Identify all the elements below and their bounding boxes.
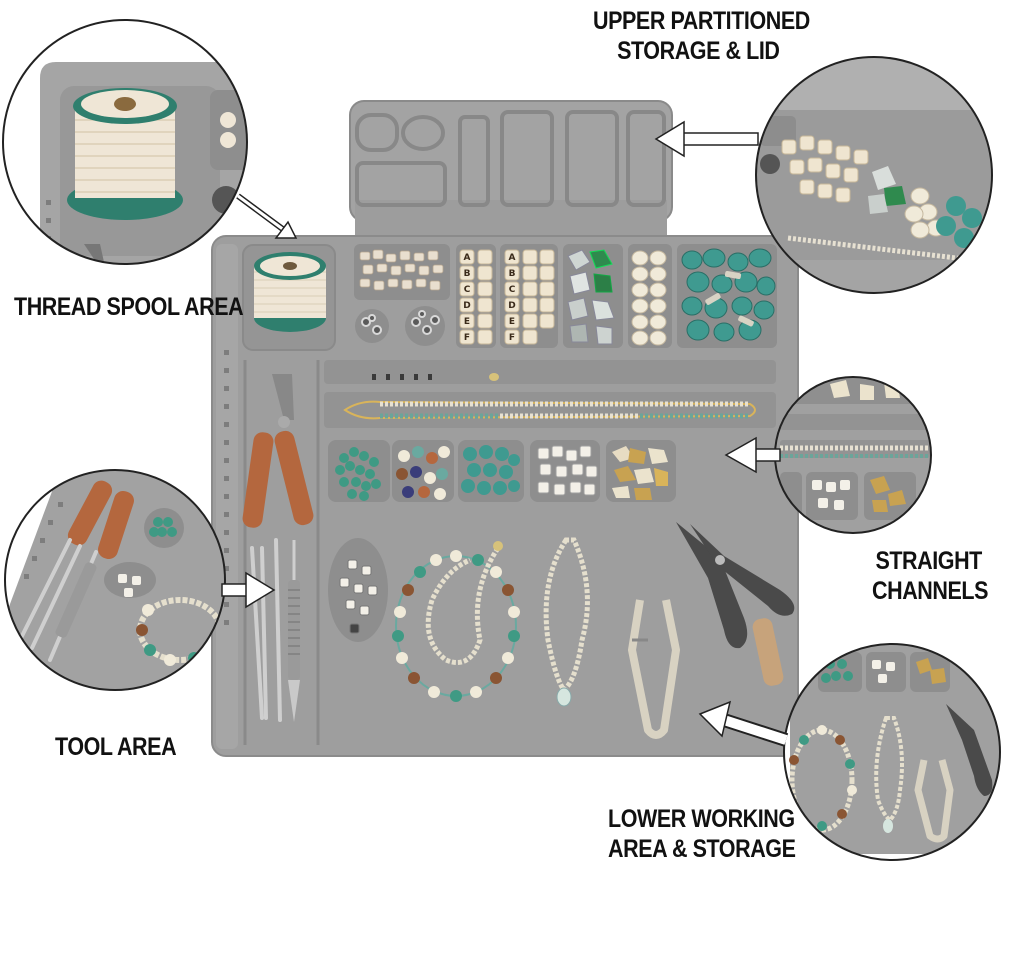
label-tool-area: TOOL AREA — [55, 733, 177, 761]
cutting-pliers — [242, 374, 314, 528]
zoom-lower-working-area — [783, 643, 1001, 861]
label-lower-working-area: LOWER WORKING AREA & STORAGE — [608, 804, 796, 864]
beaded-bracelet — [392, 550, 520, 702]
zoom-upper-storage — [755, 56, 993, 294]
glass-beads — [567, 249, 615, 345]
chain-strand — [343, 400, 756, 420]
tweezers — [250, 538, 282, 722]
gold-chip-beads — [612, 446, 668, 500]
callout-arrows — [221, 120, 789, 747]
label-straight-channels: STRAIGHT CHANNELS — [872, 546, 988, 606]
lid-oval-compartment — [401, 115, 445, 151]
label-lower-line2: AREA & STORAGE — [608, 835, 796, 863]
zoom-straight-channels — [774, 376, 932, 534]
straight-channel-2 — [324, 392, 776, 428]
letter-bead: B — [509, 269, 516, 279]
thread-snips — [628, 599, 680, 739]
lid-wide-compartment — [355, 161, 447, 207]
letter-beads-column-b: A B C D E F — [504, 249, 555, 345]
alphabet-cube-beads — [537, 445, 598, 496]
green-seed-beads — [335, 447, 381, 501]
letter-bead: E — [509, 317, 515, 327]
letter-bead: E — [464, 317, 470, 327]
bead-strand — [380, 401, 750, 419]
silicone-mat: A B C D E F — [211, 100, 799, 757]
arrow-upper-storage — [679, 132, 759, 146]
pendant — [556, 687, 572, 707]
zoom-thread-spool — [2, 19, 248, 265]
letter-bead: B — [464, 269, 471, 279]
straight-channel-1 — [324, 360, 776, 384]
letter-bead: D — [508, 301, 515, 311]
letter-bead: C — [509, 285, 516, 295]
arrow-thread-spool — [237, 194, 285, 232]
metal-spacers — [361, 310, 440, 335]
label-straight-line2: CHANNELS — [872, 577, 989, 605]
label-straight-line1: STRAIGHT — [875, 547, 982, 575]
lid-compartment — [500, 110, 554, 207]
mixed-beads — [396, 446, 450, 500]
letter-bead: F — [464, 333, 470, 343]
thread-spool — [254, 252, 326, 332]
gold-bead — [489, 373, 499, 381]
cream-beads — [631, 250, 667, 346]
turquoise-beads — [681, 248, 776, 342]
teal-round-beads — [461, 445, 520, 495]
lid-slot-compartment — [458, 115, 490, 207]
label-upper-storage: UPPER PARTITIONED STORAGE & LID — [593, 6, 810, 66]
tray-cube-beads — [339, 559, 378, 634]
letter-bead: F — [509, 333, 515, 343]
letter-bead: C — [464, 285, 471, 295]
label-upper-line2: STORAGE & LID — [617, 37, 780, 65]
lid-compartment — [565, 110, 619, 207]
label-upper-line1: UPPER PARTITIONED — [593, 7, 810, 35]
lid-ring-compartment — [355, 113, 399, 152]
lid-compartment — [626, 110, 666, 207]
label-thread-spool: THREAD SPOOL AREA — [14, 293, 244, 321]
zoom-tool-area — [4, 469, 226, 691]
arrow-lower-working-area — [722, 715, 788, 745]
letter-bead: A — [464, 253, 471, 263]
label-lower-line1: LOWER WORKING — [608, 805, 795, 833]
shell-chips — [359, 249, 444, 291]
letter-bead: D — [463, 301, 470, 311]
tube-beads — [705, 270, 754, 327]
letter-beads-column-a: A B C D E F — [459, 249, 493, 345]
letter-bead: A — [509, 253, 516, 263]
cream-necklace — [425, 546, 501, 665]
loose-spacers — [372, 374, 432, 380]
reamer-tool — [288, 540, 300, 722]
needle-nose-pliers — [676, 522, 795, 686]
